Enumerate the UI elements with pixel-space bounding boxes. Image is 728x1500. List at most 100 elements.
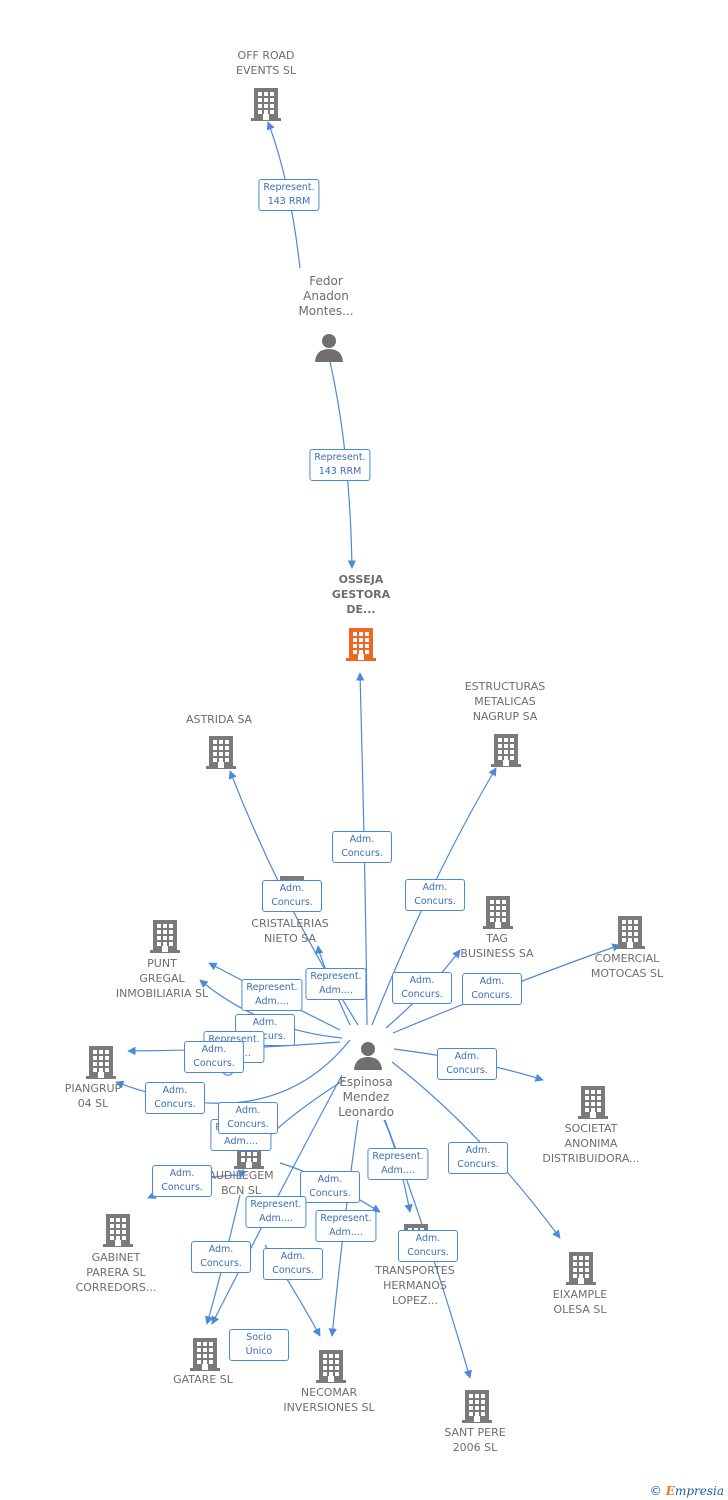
edge-label-e4[interactable]: Adm. Concurs.: [405, 879, 465, 911]
node-icon-tag[interactable]: [483, 890, 513, 930]
building-icon: [251, 88, 281, 121]
building-icon: [462, 1390, 492, 1423]
brand-initial: E: [665, 1484, 675, 1498]
edge-label-e3[interactable]: Adm. Concurs.: [332, 831, 392, 863]
building-icon: [316, 1350, 346, 1383]
node-label: PUNT GREGAL INMOBILIARIA SL: [115, 957, 209, 1000]
node-icon-necomar[interactable]: [316, 1344, 346, 1384]
node-label: OFF ROAD EVENTS SL: [236, 49, 296, 77]
edge-line-e3: [356, 672, 368, 1026]
edge-label-e10[interactable]: Adm. Concurs.: [235, 1014, 295, 1046]
building-icon: [150, 920, 180, 953]
brand-name: mpresia: [674, 1484, 724, 1498]
node-icon-societat[interactable]: [578, 1080, 608, 1120]
node-icon-eixample[interactable]: [566, 1246, 596, 1286]
building-icon: [346, 628, 376, 661]
edge-label-e20[interactable]: Represent. Adm....: [245, 1196, 307, 1228]
node-label: TRANSPORTES HERMANOS LOPEZ...: [375, 1264, 455, 1307]
node-label: GABINET PARERA SL CORREDORS...: [75, 1251, 157, 1294]
node-label: AUDILEGEM BCN SL: [208, 1169, 274, 1197]
node-label: Espinosa Mendez Leonardo: [338, 1075, 394, 1119]
node-label: ASTRIDA SA: [185, 713, 253, 726]
edge-label-e24[interactable]: Adm. Concurs.: [263, 1248, 323, 1280]
node-transportes[interactable]: TRANSPORTES HERMANOS LOPEZ...: [340, 1263, 490, 1308]
node-offroad[interactable]: OFF ROAD EVENTS SL: [191, 48, 341, 78]
node-label: OSSEJA GESTORA DE...: [331, 573, 391, 616]
edge-label-e13[interactable]: Adm. Concurs.: [145, 1082, 205, 1114]
node-icon-piangrup[interactable]: [86, 1040, 116, 1080]
node-label: SANT PERE 2006 SL: [444, 1426, 506, 1454]
node-label: SOCIETAT ANONIMA DISTRIBUIDORA...: [542, 1122, 640, 1165]
edge-label-e6[interactable]: Adm. Concurs.: [392, 972, 452, 1004]
node-comercial[interactable]: COMERCIAL MOTOCAS SL: [552, 951, 702, 981]
node-santpere[interactable]: SANT PERE 2006 SL: [400, 1425, 550, 1455]
node-eixample[interactable]: EIXAMPLE OLESA SL: [505, 1287, 655, 1317]
node-espinosa[interactable]: Espinosa Mendez Leonardo: [291, 1075, 441, 1120]
edge-label-e1[interactable]: Represent. 143 RRM: [258, 179, 320, 211]
edge-label-e26[interactable]: Socio Único: [229, 1329, 289, 1361]
node-icon-osseja[interactable]: [346, 622, 376, 662]
node-piangrup[interactable]: PIANGRUP 04 SL: [18, 1081, 168, 1111]
node-label: Fedor Anadon Montes...: [298, 274, 354, 318]
edge-label-e14[interactable]: Adm. Concurs.: [448, 1142, 508, 1174]
edge-label-e12[interactable]: Adm. Concurs.: [437, 1048, 497, 1080]
node-label: CRISTALERIAS NIETO SA: [251, 917, 329, 945]
node-estructuras[interactable]: ESTRUCTURAS METALICAS NAGRUP SA: [430, 679, 580, 724]
node-icon-comercial[interactable]: [615, 910, 645, 950]
node-tag[interactable]: TAG BUSINESS SA: [422, 931, 572, 961]
node-label: COMERCIAL MOTOCAS SL: [590, 952, 664, 980]
node-icon-offroad[interactable]: [251, 82, 281, 122]
edge-label-e9[interactable]: Represent. Adm....: [241, 979, 303, 1011]
edge-label-e8[interactable]: Represent. Adm....: [305, 968, 367, 1000]
building-icon: [206, 736, 236, 769]
node-label: PIANGRUP 04 SL: [64, 1082, 122, 1110]
node-societat[interactable]: SOCIETAT ANONIMA DISTRIBUIDORA...: [516, 1121, 666, 1166]
person-icon: [354, 1042, 382, 1070]
person-icon: [315, 334, 343, 362]
node-icon-gatare[interactable]: [190, 1332, 220, 1372]
node-icon-fedor[interactable]: [314, 328, 344, 362]
node-label: GATARE SL: [173, 1373, 233, 1386]
building-icon: [491, 734, 521, 767]
building-icon: [615, 916, 645, 949]
building-icon: [86, 1046, 116, 1079]
edge-label-e23[interactable]: Adm. Concurs.: [191, 1241, 251, 1273]
building-icon: [483, 896, 513, 929]
edge-label-e2[interactable]: Represent. 143 RRM: [309, 449, 371, 481]
node-label: NECOMAR INVERSIONES SL: [283, 1386, 375, 1414]
node-osseja[interactable]: OSSEJA GESTORA DE...: [286, 572, 436, 617]
edge-label-e17[interactable]: Adm. Concurs.: [152, 1165, 212, 1197]
node-label: TAG BUSINESS SA: [460, 932, 534, 960]
copyright-symbol: ©: [649, 1484, 662, 1498]
node-gabinet[interactable]: GABINET PARERA SL CORREDORS...: [41, 1250, 191, 1295]
node-fedor[interactable]: Fedor Anadon Montes...: [251, 274, 401, 319]
node-label: ESTRUCTURAS METALICAS NAGRUP SA: [464, 680, 546, 723]
edge-label-e15[interactable]: Adm. Concurs.: [184, 1041, 244, 1073]
node-gatare[interactable]: GATARE SL: [128, 1372, 278, 1387]
node-icon-estructuras[interactable]: [491, 728, 521, 768]
edge-label-e5[interactable]: Adm. Concurs.: [262, 880, 322, 912]
node-icon-gabinet[interactable]: [103, 1208, 133, 1248]
node-icon-punt[interactable]: [150, 914, 180, 954]
edge-label-e7[interactable]: Adm. Concurs.: [462, 973, 522, 1005]
building-icon: [103, 1214, 133, 1247]
empresia-credit[interactable]: ©Empresia: [650, 1484, 724, 1498]
node-icon-santpere[interactable]: [462, 1384, 492, 1424]
edge-label-e18[interactable]: Adm. Concurs.: [300, 1171, 360, 1203]
building-icon: [566, 1252, 596, 1285]
edge-label-e22[interactable]: Adm. Concurs.: [398, 1230, 458, 1262]
node-cristalerias[interactable]: CRISTALERIAS NIETO SA: [215, 916, 365, 946]
node-icon-espinosa[interactable]: [353, 1036, 383, 1070]
node-icon-astrida[interactable]: [206, 730, 236, 770]
building-icon: [578, 1086, 608, 1119]
node-label: EIXAMPLE OLESA SL: [552, 1288, 608, 1316]
node-necomar[interactable]: NECOMAR INVERSIONES SL: [254, 1385, 404, 1415]
node-audilegem[interactable]: AUDILEGEM BCN SL: [166, 1168, 316, 1198]
node-astrida[interactable]: ASTRIDA SA: [144, 712, 294, 727]
edge-label-e25[interactable]: Adm. Concurs.: [218, 1102, 278, 1134]
building-icon: [190, 1338, 220, 1371]
edge-label-e19[interactable]: Represent. Adm....: [367, 1148, 429, 1180]
edge-label-e21[interactable]: Represent. Adm....: [315, 1210, 377, 1242]
edge-line-e14: [391, 1061, 561, 1239]
node-punt[interactable]: PUNT GREGAL INMOBILIARIA SL: [87, 956, 237, 1001]
